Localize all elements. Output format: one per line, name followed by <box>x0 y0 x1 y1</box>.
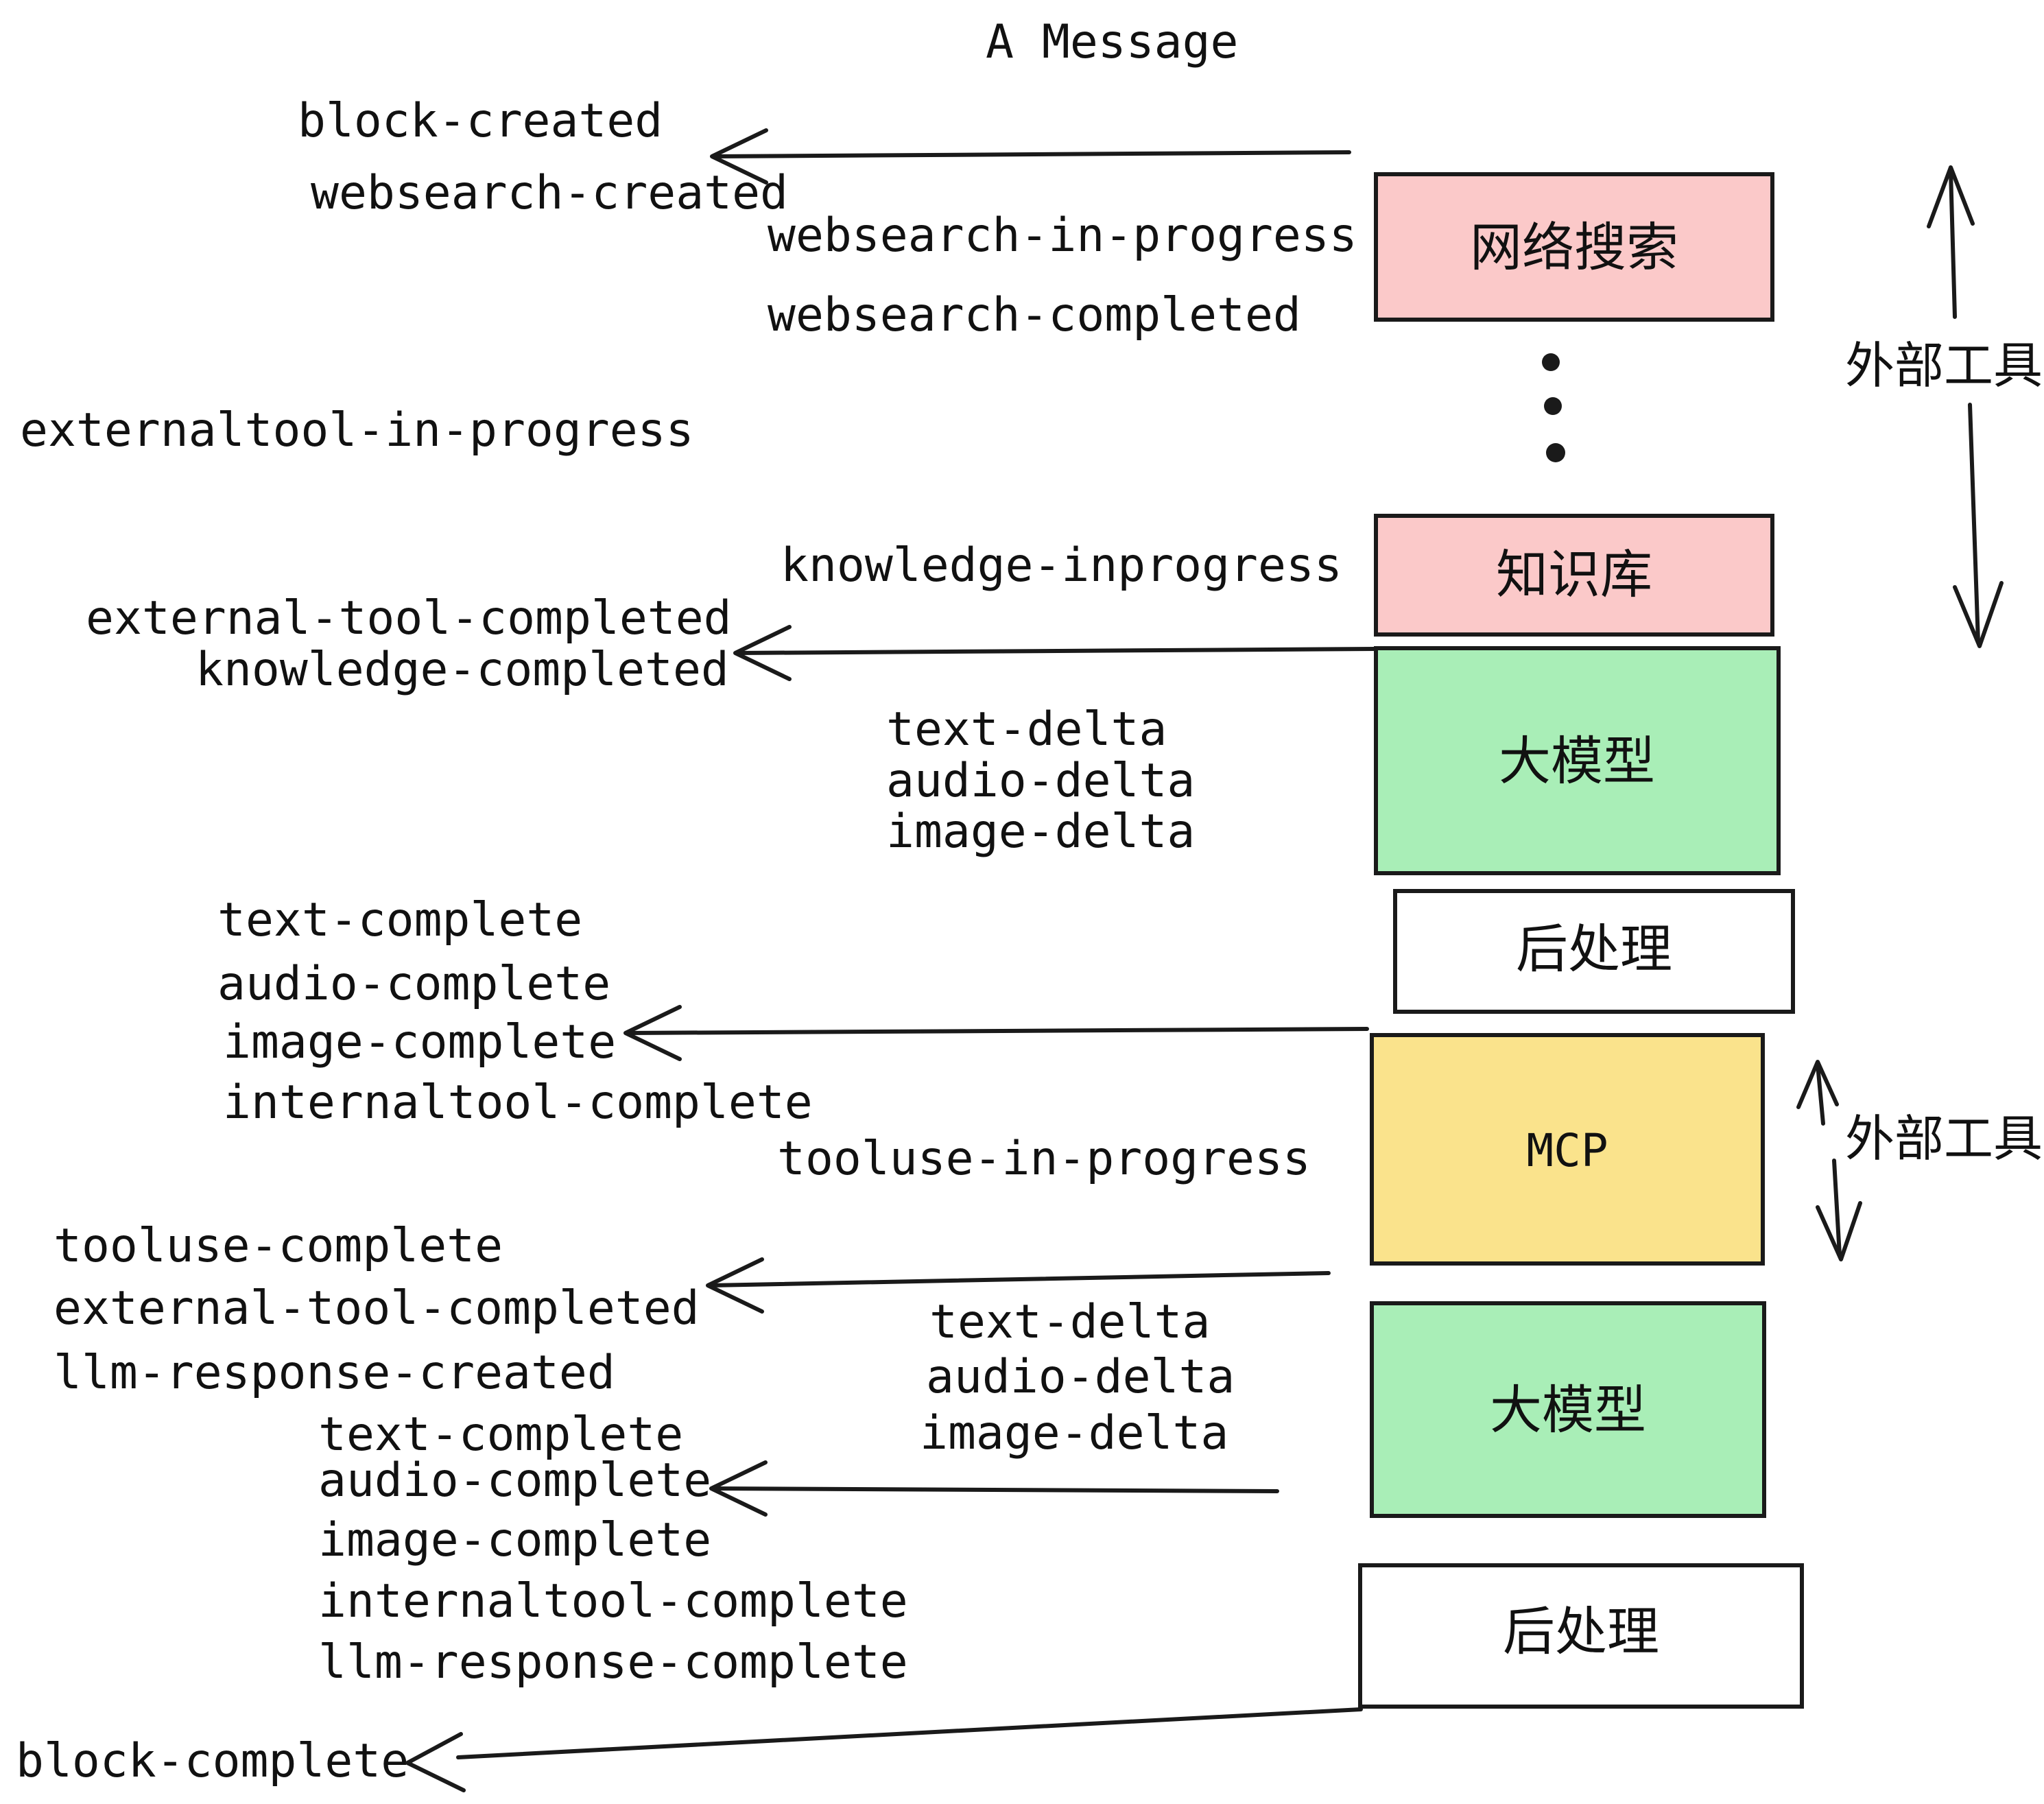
external-tools-top-down-arrow-head-icon <box>1953 581 2004 648</box>
event-text-complete: text-complete <box>217 893 582 947</box>
arrow-to-block-complete <box>456 1707 1363 1759</box>
external-tools-mid-down-arrow <box>1832 1159 1842 1257</box>
arrow-to-knowledge-completed-head-icon <box>733 625 792 681</box>
dot-icon <box>1542 353 1560 371</box>
arrow-to-audio-complete <box>712 1486 1279 1493</box>
event-image-complete-2: image-complete <box>318 1513 711 1567</box>
websearch-box <box>1374 172 1774 322</box>
event-internaltool-complete: internaltool-complete <box>223 1076 813 1130</box>
external-tools-mid-annotation: 外部工具 <box>1796 1060 2043 1261</box>
arrow-to-audio-complete-head-icon <box>709 1460 768 1517</box>
arrow-to-block-created-head-icon <box>710 128 768 185</box>
llm-bottom-box <box>1370 1301 1766 1518</box>
external-tools-mid-down-arrow-head-icon <box>1816 1201 1862 1261</box>
arrow-to-tooluse-complete <box>709 1271 1331 1287</box>
event-text-delta-2: text-delta <box>929 1295 1210 1349</box>
flow-arrows <box>405 128 1377 1792</box>
dot-icon <box>1544 397 1562 415</box>
llm-top-box-label: 大模型 <box>1499 731 1655 792</box>
event-knowledge-inprogress: knowledge-inprogress <box>781 538 1342 593</box>
event-websearch-completed: websearch-completed <box>768 288 1301 342</box>
arrow-to-tooluse-complete-head-icon <box>706 1257 764 1314</box>
event-knowledge-completed: knowledge-completed <box>195 643 729 697</box>
event-audio-delta-2: audio-delta <box>926 1350 1235 1404</box>
ellipsis-dots <box>1542 353 1565 462</box>
llm-bottom-box-label: 大模型 <box>1490 1379 1646 1440</box>
event-internaltool-complete-2: internaltool-complete <box>318 1574 908 1628</box>
postprocess-bottom-box-label: 后处理 <box>1503 1601 1659 1662</box>
event-text-delta: text-delta <box>886 702 1167 757</box>
event-externaltool-in-progress: externaltool-in-progress <box>20 403 694 458</box>
arrow-to-block-complete-head-icon <box>405 1732 466 1792</box>
external-tools-top-up-arrow-head-icon <box>1927 165 1975 228</box>
external-tools-top-down-arrow <box>1968 403 1980 644</box>
event-block-created: block-created <box>298 94 663 148</box>
external-tools-top-annotation: 外部工具 <box>1845 165 2043 648</box>
event-audio-complete: audio-complete <box>217 957 610 1011</box>
websearch-box-label: 网络搜索 <box>1470 217 1678 278</box>
arrow-to-block-created <box>713 150 1351 158</box>
event-external-tool-completed: external-tool-completed <box>86 591 732 645</box>
arrow-to-image-complete-head-icon <box>623 1005 682 1061</box>
dot-icon <box>1546 443 1565 462</box>
event-image-complete: image-complete <box>223 1015 616 1069</box>
knowledge-box-label: 知识库 <box>1496 544 1652 605</box>
event-tooluse-complete: tooluse-complete <box>54 1219 503 1273</box>
event-tooluse-in-progress: tooluse-in-progress <box>777 1132 1311 1186</box>
postprocess-bottom-box <box>1358 1563 1804 1709</box>
component-boxes: 网络搜索 知识库 大模型 后处理 MCP 大模型 后处理 <box>1358 172 1804 1709</box>
external-tools-mid-up-arrow <box>1816 1063 1825 1126</box>
mcp-box <box>1370 1033 1765 1266</box>
mcp-box-label: MCP <box>1526 1124 1608 1177</box>
event-websearch-in-progress: websearch-in-progress <box>768 209 1357 263</box>
postprocess-top-box-label: 后处理 <box>1516 918 1672 980</box>
llm-top-box <box>1374 646 1781 875</box>
event-websearch-created: websearch-created <box>311 166 788 220</box>
event-labels: block-created websearch-created websearc… <box>16 94 1357 1788</box>
event-llm-response-created: llm-response-created <box>54 1346 615 1400</box>
external-tools-top-up-arrow <box>1949 169 1957 319</box>
external-tools-top-label: 外部工具 <box>1845 337 2043 394</box>
event-block-complete: block-complete <box>16 1734 409 1788</box>
external-tools-mid-up-arrow-head-icon <box>1796 1060 1839 1109</box>
arrow-to-knowledge-completed <box>736 647 1377 655</box>
event-text-complete-2: text-complete <box>318 1408 683 1462</box>
event-llm-response-complete: llm-response-complete <box>318 1635 908 1689</box>
postprocess-top-box <box>1393 889 1795 1014</box>
event-image-delta-2: image-delta <box>920 1406 1228 1460</box>
knowledge-box <box>1374 514 1774 637</box>
event-external-tool-completed-2: external-tool-completed <box>54 1281 700 1336</box>
arrow-to-image-complete <box>626 1027 1369 1035</box>
external-tools-mid-label: 外部工具 <box>1845 1110 2043 1167</box>
page-title: A Message <box>986 15 1238 69</box>
event-audio-complete-2: audio-complete <box>318 1453 711 1508</box>
event-image-delta: image-delta <box>886 805 1195 859</box>
event-audio-delta: audio-delta <box>886 754 1195 808</box>
